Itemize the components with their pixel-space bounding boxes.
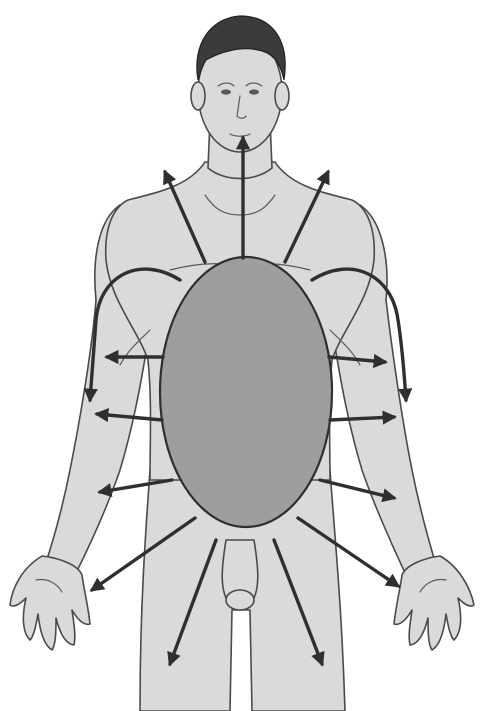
right-ear bbox=[275, 82, 289, 110]
left-hand bbox=[10, 556, 90, 650]
left-ear bbox=[191, 82, 205, 110]
right-hand bbox=[394, 556, 474, 650]
central-oval bbox=[160, 257, 332, 527]
